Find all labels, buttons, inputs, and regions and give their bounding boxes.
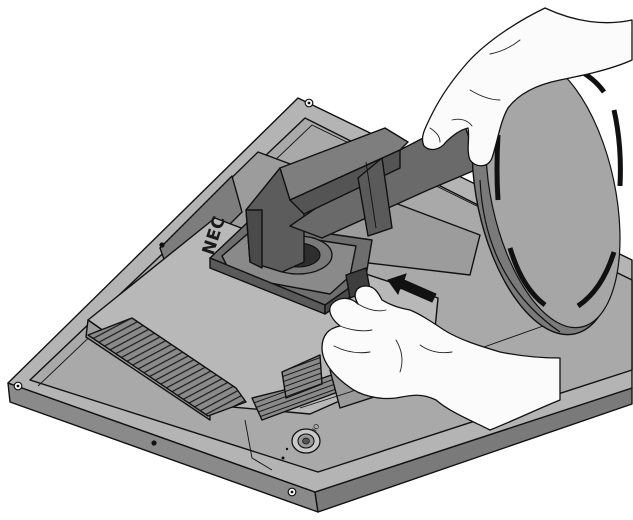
power-button-icon: IO — [281, 422, 322, 460]
screw-icon — [151, 440, 157, 446]
screw-icon — [287, 487, 297, 497]
screw-icon — [159, 242, 165, 248]
hand-icon — [421, 7, 633, 167]
screw-icon — [304, 98, 314, 108]
stand-foot — [471, 54, 623, 336]
screw-icon — [13, 381, 23, 391]
hand-icon — [321, 285, 561, 431]
svg-text:IO: IO — [311, 422, 322, 433]
arrow-icon — [387, 273, 437, 303]
